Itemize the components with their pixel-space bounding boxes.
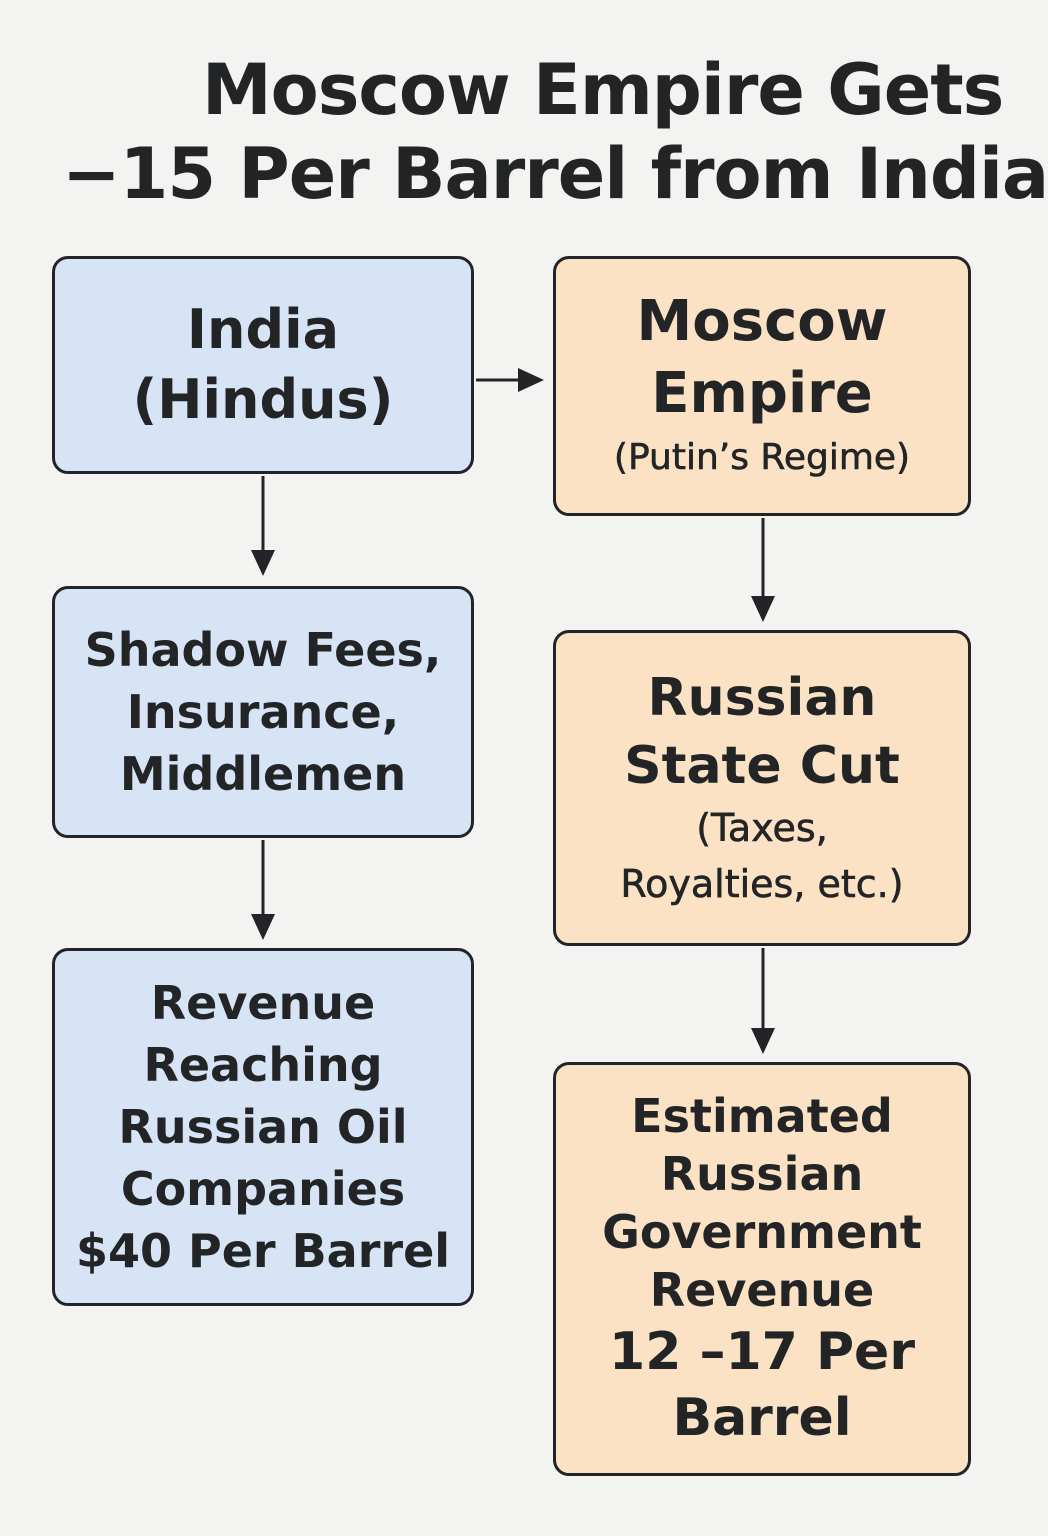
node-revenue-line-4: Companies	[120, 1162, 406, 1216]
arrowhead-india-to-moscow	[518, 368, 544, 392]
node-shadow-line-2: Insurance,	[126, 685, 400, 739]
node-estimated-government-revenue: Estimated Russian Government Revenue 12 …	[553, 1062, 971, 1476]
node-revenue-line-1: Revenue	[150, 976, 376, 1030]
node-revenue-line-5: $40 Per Barrel	[75, 1224, 451, 1278]
node-shadow-fees: Shadow Fees, Insurance, Middlemen	[52, 586, 474, 838]
node-state-line-4: Royalties, etc.)	[620, 862, 904, 907]
title-line-2: −15 Per Barrel from India	[62, 133, 1048, 215]
arrowhead-state-to-estimate	[751, 1028, 775, 1054]
arrowhead-india-to-shadow	[251, 550, 275, 576]
node-estimate-line-1: Estimated	[631, 1089, 893, 1143]
node-revenue-line-3: Russian Oil	[118, 1100, 408, 1154]
node-india-line-2: (Hindus)	[132, 368, 394, 431]
title-line-1: Moscow Empire Gets	[202, 49, 1004, 131]
node-india: India (Hindus)	[52, 256, 474, 474]
node-moscow-line-2: Empire	[651, 361, 873, 426]
node-estimate-line-4: Revenue	[649, 1263, 875, 1317]
node-estimate-line-5: 12 –17 Per	[609, 1322, 915, 1382]
arrowhead-moscow-to-state	[751, 596, 775, 622]
node-state-line-1: Russian	[647, 668, 877, 728]
node-state-line-3: (Taxes,	[696, 806, 828, 851]
node-estimate-line-6: Barrel	[672, 1388, 852, 1448]
node-estimate-line-2: Russian	[660, 1147, 864, 1201]
node-shadow-line-3: Middlemen	[119, 747, 407, 801]
node-estimate-line-3: Government	[602, 1205, 922, 1259]
node-state-line-2: State Cut	[624, 736, 900, 796]
node-shadow-line-1: Shadow Fees,	[84, 623, 442, 677]
node-revenue-oil-companies: Revenue Reaching Russian Oil Companies $…	[52, 948, 474, 1306]
node-moscow-empire: Moscow Empire (Putin’s Regime)	[553, 256, 971, 516]
node-russian-state-cut: Russian State Cut (Taxes, Royalties, etc…	[553, 630, 971, 946]
node-india-line-1: India	[186, 298, 340, 361]
arrowhead-shadow-to-revenue	[251, 914, 275, 940]
node-moscow-line-1: Moscow	[636, 289, 888, 354]
node-revenue-line-2: Reaching	[143, 1038, 383, 1092]
node-moscow-line-3: (Putin’s Regime)	[613, 437, 911, 479]
connector-arrows	[251, 368, 775, 1054]
